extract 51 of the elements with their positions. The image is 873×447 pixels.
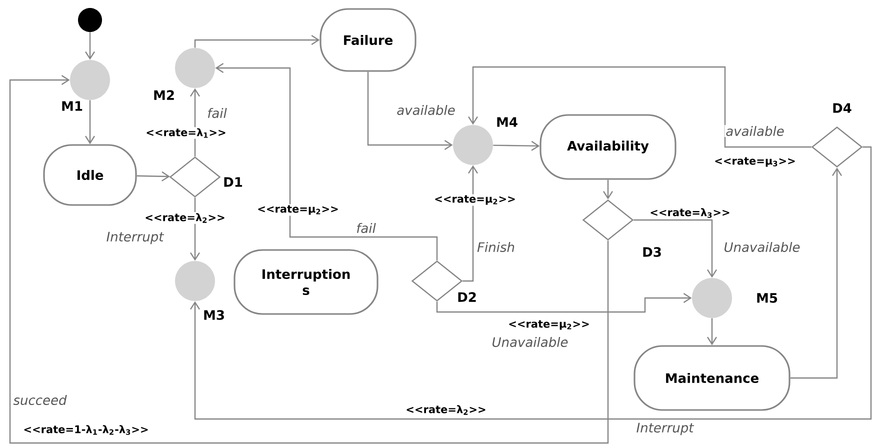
node-label: M4 <box>497 117 518 127</box>
rate-label: <<rate=μ$_{2}$>> <box>256 204 340 216</box>
rate-label: <<rate=λ$_{1}$>> <box>144 127 228 139</box>
arrow <box>194 35 320 48</box>
state-box: Idle <box>43 144 137 206</box>
arrow <box>136 171 170 182</box>
rate-label: <<rate=μ$_{2}$>> <box>507 319 591 331</box>
arrow <box>603 180 613 200</box>
arrow <box>707 318 717 346</box>
edge-label: succeed <box>12 394 68 406</box>
node-label: M1 <box>62 101 82 111</box>
rate-label: <<rate=μ$_{3}$>> <box>713 156 797 168</box>
node-label: M2 <box>154 90 174 100</box>
arrow <box>215 62 438 260</box>
arrow <box>634 219 717 278</box>
edge-label: Finish <box>476 240 516 254</box>
node-label: D2 <box>458 292 476 302</box>
state-box: Failure <box>320 8 416 72</box>
arrow <box>190 146 872 420</box>
rate-label: <<rate=λ$_{3}$>> <box>648 207 732 219</box>
arrow <box>85 100 96 144</box>
edge-label: fail <box>355 222 377 234</box>
arrow <box>790 168 842 379</box>
rate-label: <<rate=λ$_{2}$>> <box>144 212 226 224</box>
arrow <box>462 165 478 282</box>
edge-label: Interrupt <box>635 422 695 436</box>
node-label: D3 <box>643 247 661 257</box>
arrow <box>190 88 200 156</box>
node-label: M5 <box>757 293 778 303</box>
state-box: Maintenance <box>634 345 790 411</box>
arrow <box>9 75 609 444</box>
arrow <box>493 140 540 151</box>
arrow <box>468 66 812 148</box>
edge-label: available <box>724 124 786 138</box>
start-dot <box>78 8 102 32</box>
state-box: Availability <box>540 114 676 180</box>
arrow <box>367 72 453 150</box>
node-label: M3 <box>204 310 224 320</box>
edge-label: fail <box>206 106 228 120</box>
node-label: D4 <box>833 103 852 113</box>
edge-label: available <box>396 104 456 116</box>
edge-label: Unavailable <box>722 240 802 254</box>
rate-label: <<rate=1-λ$_{1}$-λ$_{2}$-λ$_{3}$>> <box>22 424 150 436</box>
rate-label: <<rate=μ$_{2}$>> <box>433 194 517 206</box>
arrow <box>85 32 96 60</box>
edge-label: Interrupt <box>105 230 165 246</box>
arrow <box>436 293 692 313</box>
rate-label: <<rate=λ$_{2}$>> <box>404 404 488 416</box>
edge-label: Unavailable <box>490 336 570 348</box>
node-label: D1 <box>224 177 242 187</box>
state-box: Interruption s <box>234 249 378 315</box>
